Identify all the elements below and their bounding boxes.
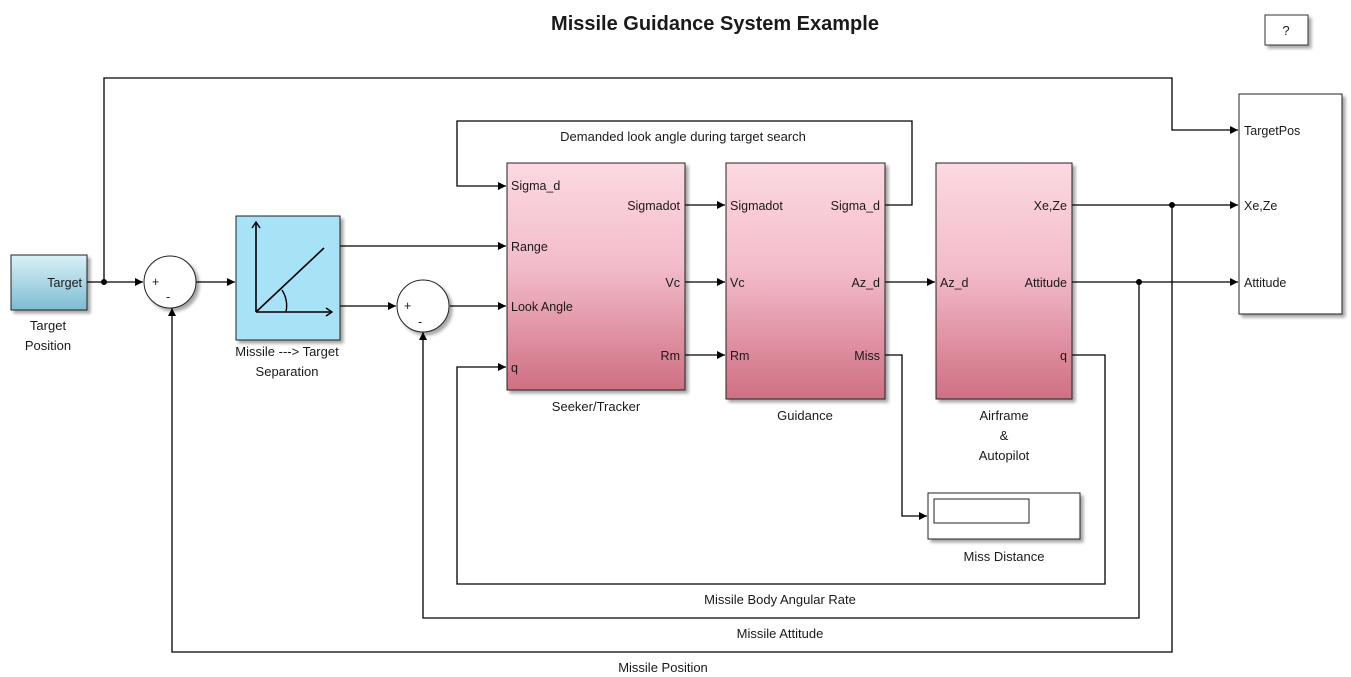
guidance-in-sigmadot: Sigmadot <box>730 199 783 213</box>
diagram-title: Missile Guidance System Example <box>551 13 879 35</box>
seeker-out-rm: Rm <box>661 349 680 363</box>
wire-body-rate <box>456 354 1106 585</box>
guidance-block-label: Guidance <box>777 408 833 423</box>
signal-label-attitude: Missile Attitude <box>737 626 824 641</box>
airframe-label-3: Autopilot <box>979 448 1030 463</box>
seeker-tracker-block[interactable]: Sigma_d Range Look Angle q Sigmadot Vc R… <box>506 162 686 391</box>
target-port-label: Target <box>47 276 82 290</box>
seeker-in-sigma-d: Sigma_d <box>511 179 560 193</box>
target-block-label-2: Position <box>25 338 71 353</box>
separation-angle-arc <box>281 289 288 313</box>
wire-target-to-scope <box>103 77 1238 282</box>
wire-miss <box>885 354 927 520</box>
seeker-block-label: Seeker/Tracker <box>552 399 641 414</box>
sum-block-1[interactable]: + - <box>143 255 197 309</box>
sum1-plus-sign: + <box>152 275 159 289</box>
target-block-label-1: Target <box>30 318 67 333</box>
airframe-out-q: q <box>1060 349 1067 363</box>
signal-label-demanded-look-angle: Demanded look angle during target search <box>560 129 806 144</box>
signal-label-position: Missile Position <box>618 660 708 675</box>
airframe-label-2: & <box>1000 428 1009 443</box>
wire-position-feedback <box>168 205 1173 653</box>
wire-demanded-look-angle <box>456 120 913 206</box>
sum1-minus-sign: - <box>166 290 170 304</box>
scope-in-xeze: Xe,Ze <box>1244 199 1277 213</box>
guidance-out-sigma-d: Sigma_d <box>831 199 880 213</box>
seeker-in-look-angle: Look Angle <box>511 300 573 314</box>
seeker-in-range: Range <box>511 240 548 254</box>
scope-block[interactable]: TargetPos Xe,Ze Attitude <box>1238 93 1343 315</box>
separation-label-1: Missile ---> Target <box>235 344 339 359</box>
guidance-in-vc: Vc <box>730 276 745 290</box>
guidance-in-rm: Rm <box>730 349 749 363</box>
separation-label-2: Separation <box>256 364 319 379</box>
airframe-in-az-d: Az_d <box>940 276 969 290</box>
separation-y-axis-head <box>251 220 261 229</box>
help-button-label: ? <box>1282 23 1289 38</box>
sum2-minus-sign: - <box>418 315 422 329</box>
scope-in-attitude: Attitude <box>1244 276 1286 290</box>
sum2-plus-sign: + <box>404 299 411 313</box>
seeker-in-q: q <box>511 361 518 375</box>
target-position-block[interactable]: Target <box>10 254 88 311</box>
miss-distance-value-box <box>933 498 1030 524</box>
guidance-out-az-d: Az_d <box>852 276 881 290</box>
miss-distance-display[interactable] <box>927 492 1081 540</box>
separation-range-vector <box>255 247 325 313</box>
airframe-out-xeze: Xe,Ze <box>1034 199 1067 213</box>
signal-label-body-rate: Missile Body Angular Rate <box>704 592 856 607</box>
guidance-block[interactable]: Sigmadot Vc Rm Sigma_d Az_d Miss <box>725 162 886 400</box>
guidance-out-miss: Miss <box>854 349 880 363</box>
help-button[interactable]: ? <box>1264 14 1309 46</box>
separation-block[interactable] <box>235 215 341 341</box>
airframe-autopilot-block[interactable]: Az_d Xe,Ze Attitude q <box>935 162 1073 400</box>
airframe-out-attitude: Attitude <box>1025 276 1067 290</box>
airframe-label-1: Airframe <box>979 408 1028 423</box>
signal-lines <box>87 77 1238 653</box>
separation-x-axis-head <box>325 307 334 317</box>
seeker-out-sigmadot: Sigmadot <box>627 199 680 213</box>
miss-distance-label: Miss Distance <box>964 549 1045 564</box>
seeker-out-vc: Vc <box>665 276 680 290</box>
wire-attitude-feedback <box>419 282 1140 619</box>
sum-block-2[interactable]: + - <box>396 279 450 333</box>
scope-in-targetpos: TargetPos <box>1244 124 1300 138</box>
